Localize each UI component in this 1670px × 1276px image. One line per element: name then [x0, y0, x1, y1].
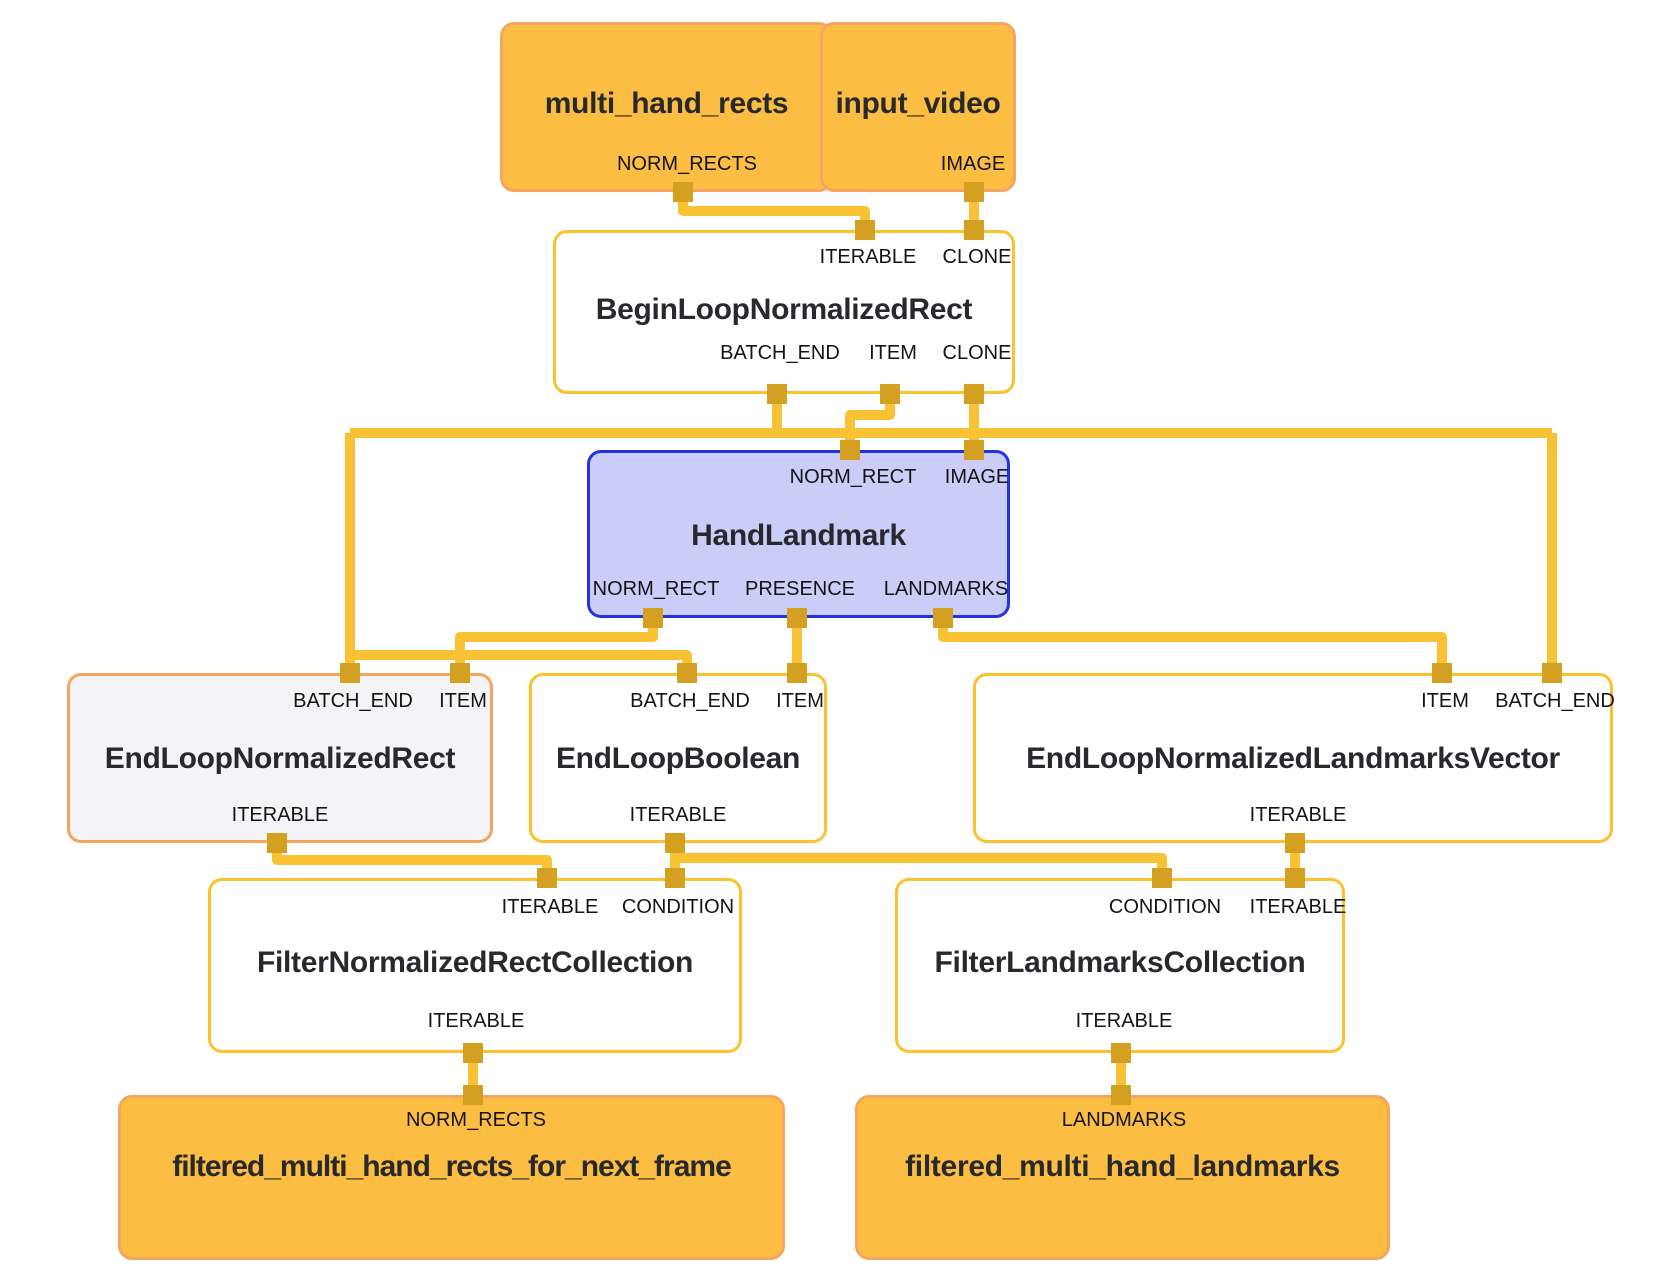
edge-norm-rects-to-iterable [678, 192, 870, 230]
node-title: FilterLandmarksCollection [934, 946, 1306, 979]
node-title: BeginLoopNormalizedRect [595, 293, 973, 326]
port-label-clone-out: CLONE [942, 342, 1012, 364]
node-title: HandLandmark [691, 519, 906, 552]
port-label-iterable-out: ITERABLE [427, 1010, 525, 1032]
node-title: FilterNormalizedRectCollection [256, 946, 694, 979]
node-title: multi_hand_rects [544, 87, 789, 120]
port-label-norm-rects: NORM_RECTS [405, 1109, 547, 1131]
node-title: input_video [835, 87, 1001, 120]
port-label-item: ITEM [869, 342, 917, 364]
node-end-loop-normalized-landmarks-vector[interactable]: ITEM BATCH_END EndLoopNormalizedLandmark… [973, 673, 1615, 843]
edge-iterable-to-filter-iterable-left [272, 843, 552, 878]
port-label-iterable: ITERABLE [629, 804, 727, 826]
node-hand-landmark[interactable]: NORM_RECT IMAGE HandLandmark NORM_RECT P… [587, 450, 1010, 618]
node-title: EndLoopNormalizedLandmarksVector [1026, 742, 1560, 775]
node-title: filtered_multi_hand_landmarks [905, 1150, 1340, 1183]
port-label-iterable-in: ITERABLE [501, 896, 599, 918]
edge-landmarks-to-endloop-item [938, 618, 1447, 673]
port-label-batch-end: BATCH_END [293, 690, 413, 712]
port-label-item: ITEM [439, 690, 487, 712]
node-multi-hand-rects[interactable]: multi_hand_rects NORM_RECTS [500, 22, 833, 192]
node-end-loop-boolean[interactable]: BATCH_END ITEM EndLoopBoolean ITERABLE [529, 673, 827, 843]
port-label-item: ITEM [776, 690, 824, 712]
port-label-condition: CONDITION [1108, 896, 1222, 918]
port-label-iterable: ITERABLE [819, 246, 917, 268]
node-filter-normalized-rect-collection[interactable]: ITERABLE CONDITION FilterNormalizedRectC… [208, 878, 742, 1053]
port-label-image: IMAGE [940, 153, 1006, 175]
node-filtered-multi-hand-rects-for-next-frame[interactable]: NORM_RECTS filtered_multi_hand_rects_for… [118, 1095, 785, 1260]
node-title: filtered_multi_hand_rects_for_next_frame [172, 1150, 732, 1183]
port-label-iterable-in: ITERABLE [1249, 896, 1347, 918]
port-label-landmarks: LANDMARKS [1061, 1109, 1187, 1131]
port-label-clone-in: CLONE [942, 246, 1012, 268]
port-label-batch-end: BATCH_END [720, 342, 840, 364]
edge-norm-rect-to-endloop-item [455, 618, 658, 673]
port-label-iterable: ITERABLE [231, 804, 329, 826]
edge-item-to-norm-rect [845, 394, 895, 450]
node-title: EndLoopBoolean [555, 742, 801, 775]
port-label-presence: PRESENCE [744, 578, 856, 600]
port-label-iterable: ITERABLE [1249, 804, 1347, 826]
node-filter-landmarks-collection[interactable]: CONDITION ITERABLE FilterLandmarksCollec… [895, 878, 1347, 1053]
edge-boolean-iterable-to-condition-right [675, 853, 1167, 878]
port-label-batch-end: BATCH_END [630, 690, 750, 712]
port-label-item: ITEM [1421, 690, 1469, 712]
node-title: EndLoopNormalizedRect [104, 742, 456, 775]
port-label-norm-rect-out: NORM_RECT [592, 578, 720, 600]
node-begin-loop-normalized-rect[interactable]: ITERABLE CLONE BeginLoopNormalizedRect B… [553, 230, 1015, 394]
port-label-image-in: IMAGE [944, 466, 1010, 488]
port-label-norm-rects: NORM_RECTS [616, 153, 758, 175]
edge-batch-end-mid-branch [350, 650, 692, 673]
node-input-video[interactable]: input_video IMAGE [820, 22, 1016, 192]
port-label-condition: CONDITION [621, 896, 735, 918]
port-label-norm-rect-in: NORM_RECT [789, 466, 917, 488]
port-label-landmarks: LANDMARKS [883, 578, 1009, 600]
port-label-batch-end: BATCH_END [1495, 690, 1615, 712]
node-filtered-multi-hand-landmarks[interactable]: LANDMARKS filtered_multi_hand_landmarks [855, 1095, 1390, 1260]
node-end-loop-normalized-rect[interactable]: BATCH_END ITEM EndLoopNormalizedRect ITE… [67, 673, 493, 843]
port-label-iterable-out: ITERABLE [1075, 1010, 1173, 1032]
